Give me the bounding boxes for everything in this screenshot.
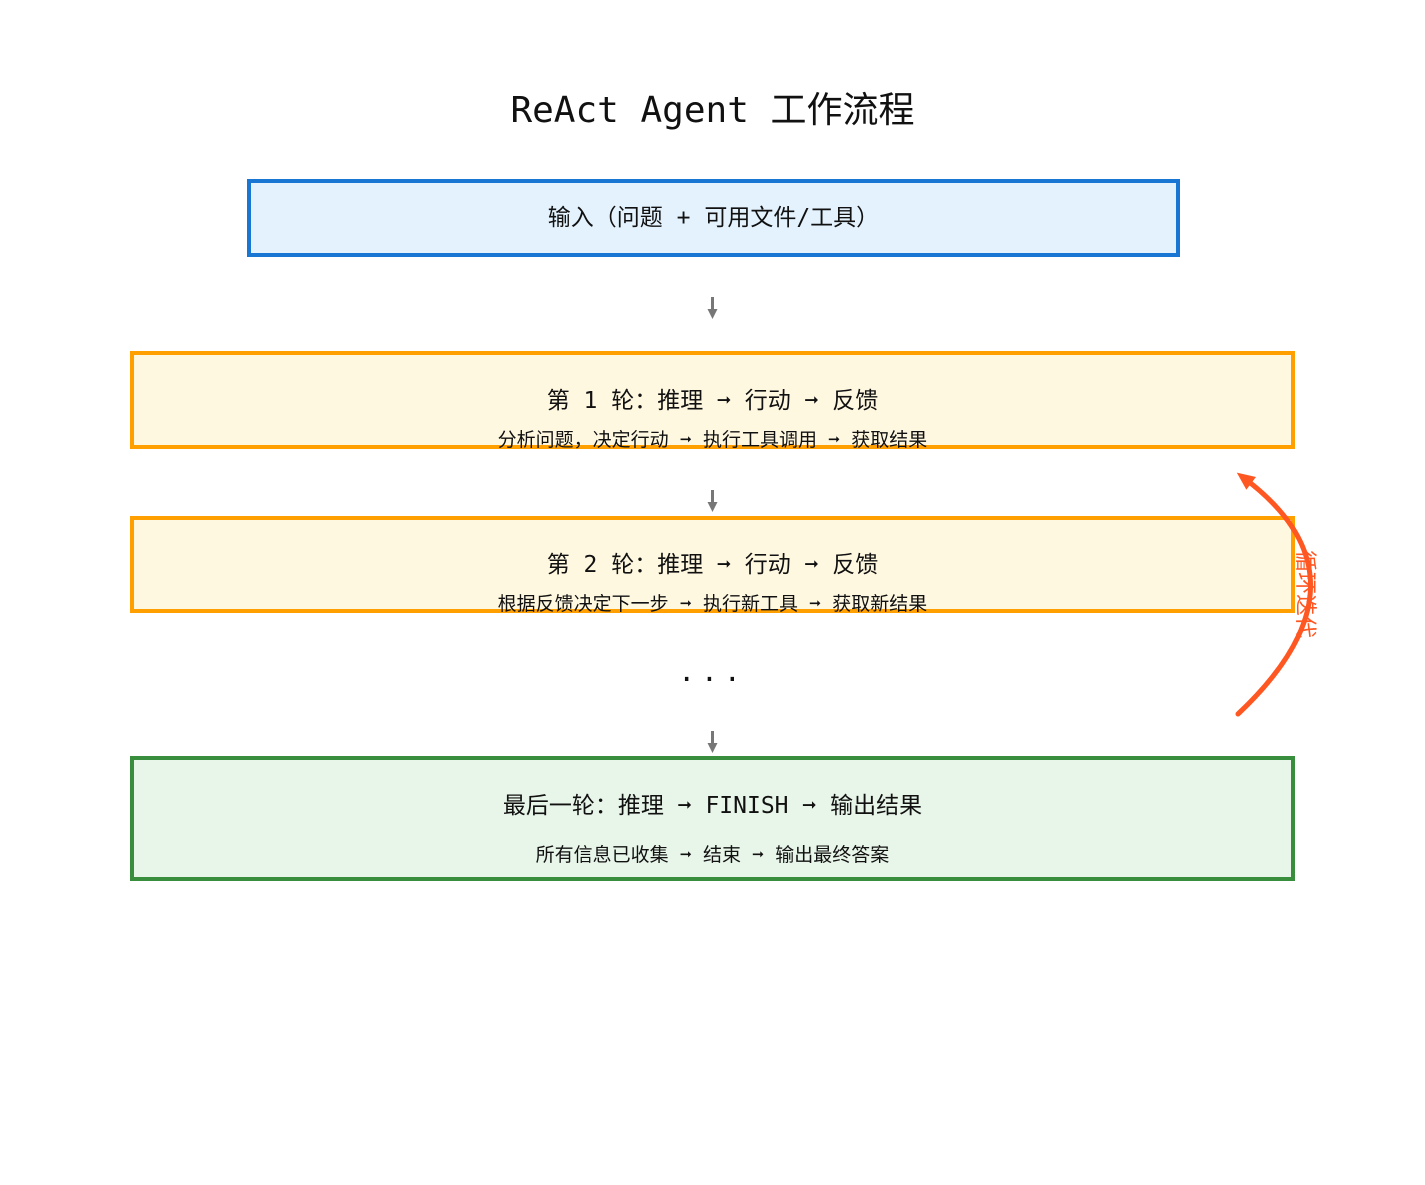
round-2-detail: 根据反馈决定下一步 ➞ 执行新工具 ➞ 获取新结果 [497,593,928,615]
round-1-detail: 分析问题，决定行动 ➞ 执行工具调用 ➞ 获取结果 [497,429,928,451]
final-node: 最后一轮：推理 ➞ FINISH ➞ 输出结果 所有信息已收集 ➞ 结束 ➞ 输… [130,756,1295,881]
final-detail: 所有信息已收集 ➞ 结束 ➞ 输出最终答案 [535,844,890,866]
input-node: 输入（问题 + 可用文件/工具） [247,179,1180,257]
ellipsis: ... [678,655,747,688]
round-2-label: 第 2 轮：推理 ➞ 行动 ➞ 反馈 [546,552,879,578]
round-1-node: 第 1 轮：推理 ➞ 行动 ➞ 反馈 分析问题，决定行动 ➞ 执行工具调用 ➞ … [130,351,1295,451]
loop-label: 循环迭代 [1292,549,1317,639]
diagram-title: ReAct Agent 工作流程 [510,90,915,131]
input-node-label: 输入（问题 + 可用文件/工具） [547,205,880,231]
round-2-node: 第 2 轮：推理 ➞ 行动 ➞ 反馈 根据反馈决定下一步 ➞ 执行新工具 ➞ 获… [130,516,1295,615]
round-1-label: 第 1 轮：推理 ➞ 行动 ➞ 反馈 [546,388,879,414]
final-label: 最后一轮：推理 ➞ FINISH ➞ 输出结果 [502,793,923,819]
